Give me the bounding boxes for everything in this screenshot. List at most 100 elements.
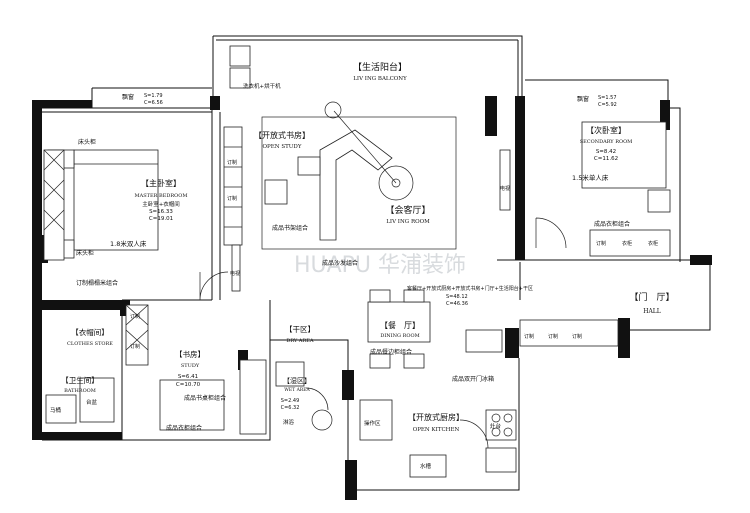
washbasin xyxy=(275,361,305,387)
dining-room-en: DINING ROOM xyxy=(380,333,419,339)
sink xyxy=(409,454,447,478)
dry-area-en: DRY AREA xyxy=(286,338,314,344)
combined-area-label: 客餐厅+开放式厨房+开放式书房+门厅+生活阳台+干区 xyxy=(407,285,533,292)
operation-zone xyxy=(359,399,393,441)
combined-area-c: C=46.36 xyxy=(446,301,468,307)
study-c: C=10.70 xyxy=(176,382,201,388)
study-en: STUDY xyxy=(181,363,200,369)
balcony-wall xyxy=(212,35,523,100)
nightstand xyxy=(647,189,671,213)
left-lower-wall xyxy=(32,310,42,440)
washer-unit xyxy=(229,45,251,67)
wall-block xyxy=(515,96,525,110)
dining-chair xyxy=(369,353,391,369)
bedroom-wardrobe xyxy=(43,149,65,261)
wet-area-cn: 【湿区】 xyxy=(283,376,311,385)
right-mid-wall xyxy=(485,96,497,136)
bay-left-c: C=6.56 xyxy=(144,100,163,106)
secondary-room-cn: 【次卧室】 xyxy=(586,125,626,135)
fridge-label: 成品双开门冰箱 xyxy=(452,375,494,383)
sofa-label: 成品沙发组合 xyxy=(322,259,358,267)
study-chair xyxy=(264,179,288,205)
master-bedroom-cn: 【主卧室】 xyxy=(141,178,181,188)
wardrobe-label-2: 衣柜 xyxy=(648,240,658,247)
living-balcony-en: LIV ING BALCONY xyxy=(353,76,407,82)
single-bed-label: 1.5米单人床 xyxy=(572,173,609,182)
dry-area-cn: 【干区】 xyxy=(285,325,315,334)
study-closet-label: 成品衣柜组合 xyxy=(166,424,202,432)
clothes-store-cn: 【衣帽间】 xyxy=(71,327,109,337)
left-outer-wall xyxy=(32,100,42,312)
hall-right-line xyxy=(630,265,711,331)
custom-label-4: 订制 xyxy=(130,343,140,350)
bookshelf-label: 成品书架组合 xyxy=(272,224,308,232)
lamp xyxy=(324,101,342,119)
kitchen-right-wall xyxy=(505,328,519,358)
hall-fridge xyxy=(465,329,503,353)
wall-stub xyxy=(342,370,354,400)
clothes-store-en: CLOTHES STORE xyxy=(67,341,113,347)
combined-area-s: S=48.12 xyxy=(446,294,468,300)
bottom-left-wall xyxy=(32,432,122,440)
dryer-unit xyxy=(229,67,251,89)
master-bedroom-c: C=19.01 xyxy=(149,216,173,222)
tv-left-label: 电视 xyxy=(230,270,240,277)
bath-wall xyxy=(270,339,349,460)
secondary-room-en: SECONDARY ROOM xyxy=(580,139,633,145)
master-bedroom-note: 主卧室+衣帽间 xyxy=(142,200,180,208)
living-rug xyxy=(261,116,457,250)
shower-label: 淋浴 xyxy=(283,418,295,426)
room-labels: 【生活阳台】 LIV ING BALCONY 【开放式书房】 OPEN STUD… xyxy=(61,61,674,433)
study-desk xyxy=(159,379,225,431)
wardrobe-custom-label: 订制榻榻米组合 xyxy=(76,279,118,287)
bedroom-cabinet-label: 成品衣柜组合 xyxy=(594,220,630,228)
bay-right-s: S=1.57 xyxy=(598,95,617,101)
shower xyxy=(311,409,333,431)
bay-right-label: 飘窗 xyxy=(577,95,589,103)
study-bottom-wall xyxy=(42,300,271,441)
bay-left-label: 飘窗 xyxy=(122,93,134,101)
secondary-room-s: S=8.42 xyxy=(596,149,616,155)
study-left-wall xyxy=(211,112,221,300)
wet-area-en: WET AREA xyxy=(284,387,310,393)
custom-label-1: 订制 xyxy=(227,159,237,166)
dining-chair xyxy=(403,289,425,303)
living-room-en: LIV ING ROOM xyxy=(386,219,430,225)
tv xyxy=(231,244,241,292)
secondary-room-c: C=11.62 xyxy=(594,156,618,162)
master-bedroom-s: S=16.33 xyxy=(149,209,173,215)
nightstand-bottom-label: 床头柜 xyxy=(76,249,94,257)
nightstand-top-label: 床头柜 xyxy=(78,138,96,146)
sink-label: 水槽 xyxy=(420,462,432,470)
study-closet xyxy=(239,359,267,435)
kitchen-cabinet xyxy=(485,447,517,473)
custom-label-3: 订制 xyxy=(130,313,140,320)
annotations: 飘窗 S=1.79 C=6.56 飘窗 S=1.57 C=5.92 客餐厅+开放… xyxy=(50,82,658,470)
door-swing xyxy=(459,419,489,449)
lamp-arm xyxy=(333,110,397,184)
open-study-cn: 【开放式书房】 xyxy=(254,130,310,140)
hall-en: HALL xyxy=(643,308,661,315)
walls xyxy=(32,35,712,500)
double-bed xyxy=(73,149,159,251)
hall-cn: 【门 厅】 xyxy=(629,291,674,303)
hall-cabinet xyxy=(519,319,619,347)
furniture xyxy=(43,45,671,478)
custom-label-5: 订制 xyxy=(524,333,534,340)
bay-left-s: S=1.79 xyxy=(144,93,163,99)
operation-label: 操作区 xyxy=(364,419,381,427)
door-swing xyxy=(199,271,229,301)
bay-right-c: C=5.92 xyxy=(598,102,617,108)
bay-window-left xyxy=(91,87,212,108)
kitchen-bottom-wall xyxy=(345,460,357,500)
door-swing xyxy=(305,387,329,411)
watermark: HUAPU 华浦装饰 xyxy=(294,253,466,278)
dining-chair xyxy=(369,289,391,303)
dining-table xyxy=(367,301,431,343)
dining-cabinet-label: 成品餐边柜组合 xyxy=(370,348,412,356)
study-cabinet-label: 成品书桌柜组合 xyxy=(184,394,226,402)
washer-label: 洗衣机+烘干机 xyxy=(243,82,281,90)
open-kitchen-en: OPEN KITCHEN xyxy=(413,427,460,433)
dining-room-cn: 【餐 厅】 xyxy=(380,321,420,330)
